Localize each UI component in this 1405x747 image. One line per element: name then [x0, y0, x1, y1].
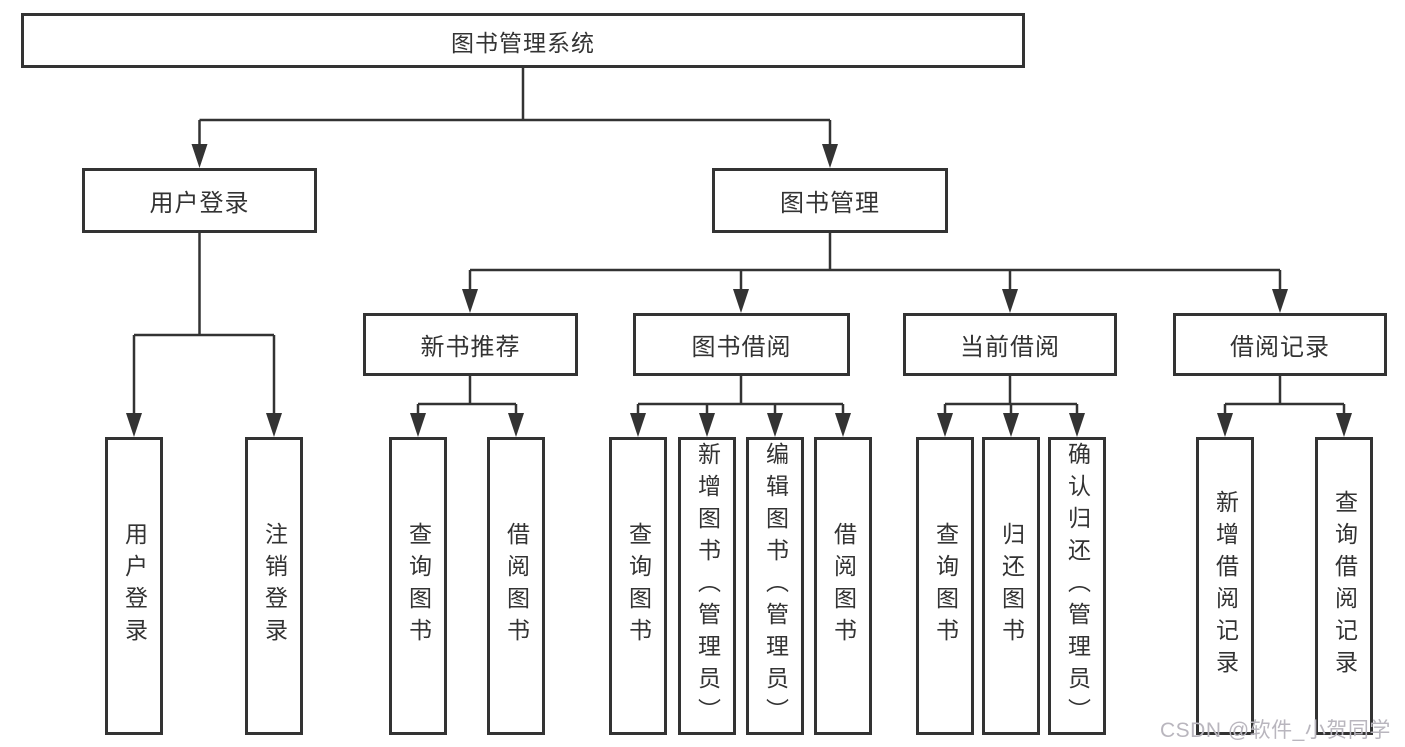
leaf-query-books-current: 查询图书	[916, 437, 974, 735]
leaf-borrow-books: 借阅图书	[814, 437, 872, 735]
leaf-query-books-recommend: 查询图书	[389, 437, 447, 735]
leaf-borrow-books-recommend: 借阅图书	[487, 437, 545, 735]
leaf-return-books: 归还图书	[982, 437, 1040, 735]
leaf-add-borrow-record: 新增借阅记录	[1196, 437, 1254, 735]
leaf-query-books-borrowing: 查询图书	[609, 437, 667, 735]
node-book-borrowing: 图书借阅	[633, 313, 850, 376]
csdn-watermark: CSDN @软件_小贺同学	[1160, 719, 1391, 742]
leaf-query-borrow-record: 查询借阅记录	[1315, 437, 1373, 735]
leaf-confirm-return-admin: 确认归还（管理员）	[1048, 437, 1106, 735]
leaf-user-login: 用户登录	[105, 437, 163, 735]
node-user-login: 用户登录	[82, 168, 317, 233]
leaf-edit-books-admin: 编辑图书（管理员）	[746, 437, 804, 735]
node-library-management-system: 图书管理系统	[21, 13, 1025, 68]
node-book-management: 图书管理	[712, 168, 948, 233]
node-new-book-recommend: 新书推荐	[363, 313, 578, 376]
node-borrow-records: 借阅记录	[1173, 313, 1387, 376]
node-current-borrowing: 当前借阅	[903, 313, 1117, 376]
leaf-logout: 注销登录	[245, 437, 303, 735]
leaf-add-books-admin: 新增图书（管理员）	[678, 437, 736, 735]
